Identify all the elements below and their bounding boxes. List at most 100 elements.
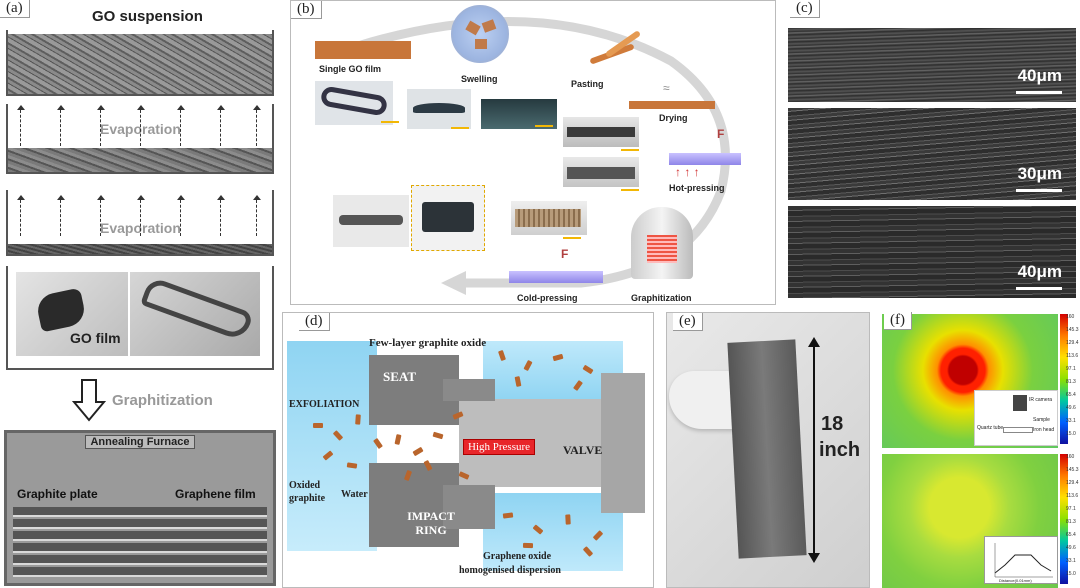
cold-pressing-label: Cold-pressing — [517, 293, 578, 303]
film-stack-photo-3 — [563, 157, 639, 187]
impact-ring-top — [443, 379, 495, 401]
single-go-film-label: Single GO film — [319, 64, 382, 74]
furnace-header: Annealing Furnace — [85, 435, 195, 449]
swelling-dish — [451, 5, 509, 63]
graphite-plate — [13, 567, 267, 575]
go-suspension-tank — [6, 30, 274, 96]
impact-ring-bottom — [443, 485, 495, 529]
scale-bar-1 — [381, 121, 399, 123]
iron-head-label: Iron head — [1033, 427, 1055, 433]
colorbar-tick-label: 129.4 — [1066, 340, 1079, 346]
panel-b: (b) Single GO film Swelling Pasting ≈ Dr… — [290, 0, 776, 305]
sem-scale-bar-2 — [1016, 189, 1062, 192]
graphite-flake — [432, 431, 444, 440]
bent-film-shape — [413, 103, 465, 113]
colorbar-2 — [1060, 454, 1068, 584]
dispersion-label-1: Graphene oxide — [483, 551, 552, 562]
swelling-sample-3 — [475, 39, 487, 49]
evaporation-arrow — [97, 195, 105, 236]
graphite-plate — [13, 543, 267, 551]
film-stack-photo-2 — [563, 117, 639, 147]
ir-setup-inset: IR camera Sample Quartz tube Iron head — [974, 390, 1058, 446]
graphene-film-sheet — [727, 339, 807, 559]
graphitization-step-label: Graphitization — [631, 293, 692, 303]
pasting-label: Pasting — [571, 79, 604, 89]
evaporation-arrow — [97, 105, 105, 146]
graphite-plate — [13, 519, 267, 527]
sample-label: Sample — [1033, 417, 1050, 423]
colorbar-tick-label: 145.3 — [1066, 467, 1079, 473]
swelling-label: Swelling — [461, 74, 498, 84]
scale-bar-5 — [621, 189, 639, 191]
panel-a-label: (a) — [0, 0, 30, 18]
panel-d: (d) Few-layer graphite oxide SEAT EXFOLI… — [282, 312, 654, 588]
go-film-label: GO film — [70, 330, 121, 346]
graphene-film-layer — [13, 575, 267, 577]
graphene-film-label: Graphene film — [175, 487, 256, 501]
high-pressure-label: High Pressure — [463, 439, 536, 455]
evaporation-arrow — [177, 105, 185, 146]
colorbar-tick-label: 97.1 — [1066, 506, 1076, 512]
colorbar-tick-label: 15.0 — [1066, 571, 1076, 577]
scale-bar-4 — [621, 149, 639, 151]
sem-layers-3 — [788, 206, 1076, 298]
graphitization-label: Graphitization — [112, 392, 213, 409]
quartz-tube-label: Quartz tube — [977, 425, 1004, 431]
colorbar-tick-label: 160 — [1066, 454, 1075, 460]
hot-press-plate — [669, 153, 741, 165]
pasting-illustration — [589, 30, 645, 65]
temperature-profile-inset: Distance(0.01mm) — [984, 536, 1058, 584]
micrometer-display — [422, 202, 474, 232]
valve-stem — [601, 373, 645, 513]
oxided-graphite-label: Oxided graphite — [289, 480, 326, 504]
colorbar-tick-label: 129.4 — [1066, 480, 1079, 486]
graphite-flake — [313, 423, 323, 428]
sem-image-3: 40μm — [788, 206, 1076, 298]
evaporation-arrow — [57, 105, 65, 146]
impact-ring-label: IMPACT RING — [407, 509, 455, 537]
evaporating-layer-1 — [8, 148, 272, 172]
colorbar-tick-label: 160 — [1066, 314, 1075, 320]
graphene-film-layer — [13, 551, 267, 553]
evaporation-arrow — [57, 195, 65, 236]
colorbar-tick-label: 97.1 — [1066, 366, 1076, 372]
sem-image-2: 30μm — [788, 108, 1076, 200]
sem-scale-2: 30μm — [1017, 164, 1062, 183]
graphene-film-layer — [13, 539, 267, 541]
graphene-film-layer — [13, 563, 267, 565]
hot-press-force: F — [717, 127, 725, 141]
sem-scale-3: 40μm — [1017, 262, 1062, 281]
micrometer-tip — [339, 215, 403, 225]
sem-scale-bar-1 — [1016, 91, 1062, 94]
graphene-film-layer — [13, 527, 267, 529]
rolled-film-shape — [34, 287, 88, 333]
stack-2-bar — [567, 127, 635, 137]
temperature-profile-curve — [994, 543, 1053, 578]
graphite-flake — [412, 446, 424, 457]
sem-layers-1 — [788, 28, 1076, 102]
colorbar-tick-label: 65.4 — [1066, 532, 1076, 538]
stack-4-bar — [515, 209, 581, 227]
panel-c-label: (c) — [790, 0, 820, 18]
graphite-flake — [565, 514, 571, 525]
cold-press-plate — [509, 271, 603, 283]
sem-image-1: 40μm — [788, 28, 1076, 102]
colorbar-tick-label: 81.3 — [1066, 519, 1076, 525]
sem-scale-1: 40μm — [1017, 66, 1062, 85]
evaporation-arrow — [253, 105, 261, 146]
evaporation-tank-1 — [6, 104, 274, 174]
micrometer-photo-2 — [411, 185, 485, 251]
graphitization-furnace — [631, 207, 693, 279]
ir-camera-shape — [1013, 395, 1027, 411]
go-film-tank — [6, 266, 274, 370]
scale-bar-2 — [451, 127, 469, 129]
panel-e-label: (e) — [673, 313, 703, 331]
evaporation-arrow — [177, 195, 185, 236]
panel-f: (f) IR camera Sample Quartz tube Iron he… — [878, 312, 1080, 588]
go-film-photo-1: GO film — [16, 272, 128, 356]
graphite-flake — [522, 542, 534, 549]
colorbar-tick-label: 113.6 — [1066, 493, 1079, 499]
graphitization-arrow — [72, 379, 106, 422]
water-label: Water — [341, 489, 368, 500]
colorbar-1 — [1060, 314, 1068, 444]
